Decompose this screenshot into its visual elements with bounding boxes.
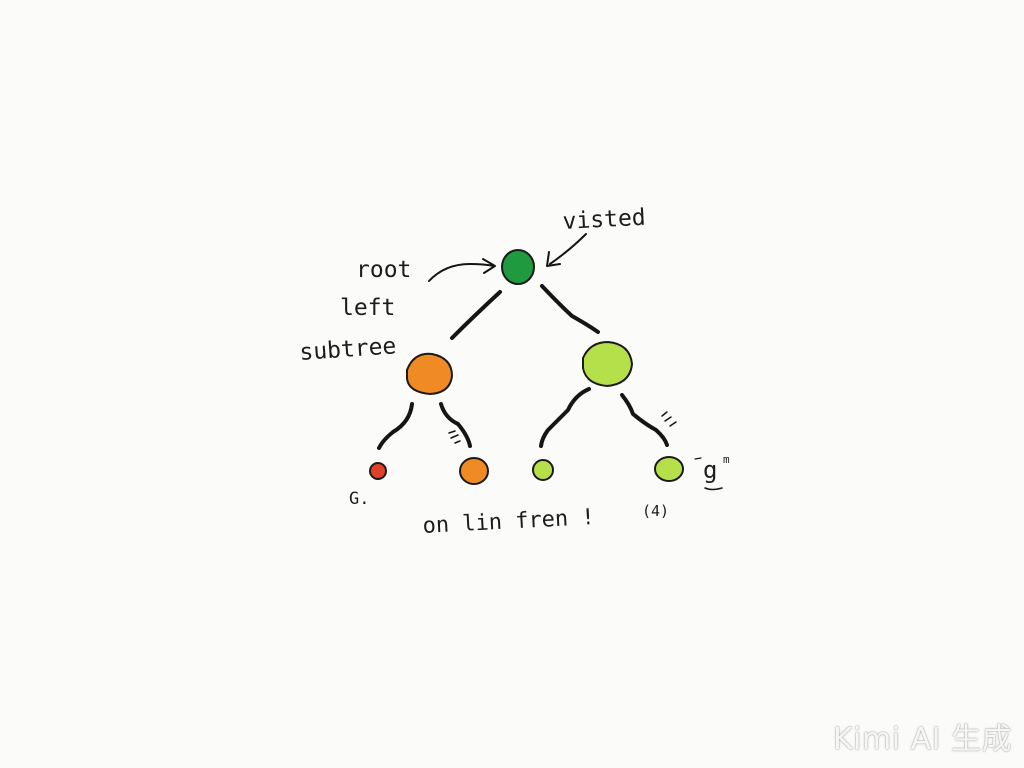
bottom-caption: on lin fren ! [422, 505, 595, 539]
visited-label: visted [562, 205, 646, 235]
edge-right-leaf3 [539, 387, 591, 448]
side-mark-superscript: m [723, 453, 730, 466]
leaf-4-mark: (4) [642, 502, 669, 520]
edge-root-right [540, 284, 600, 334]
edge-right-leaf4 [620, 393, 669, 447]
side-mark-underline-icon [704, 487, 723, 491]
root-node [501, 249, 535, 285]
leaf-node-4 [654, 456, 684, 482]
edge-root-left [450, 290, 502, 340]
tick-mark-left-icon [448, 430, 461, 444]
root-arrow-icon [428, 263, 495, 282]
leaf-node-3 [532, 459, 554, 481]
visited-arrow-head-icon [546, 251, 561, 267]
leaf-node-2 [459, 457, 489, 485]
visited-arrow-icon [549, 233, 587, 265]
tree-nodes [369, 249, 684, 485]
right-child-node [582, 340, 634, 388]
left-child-node [406, 352, 454, 396]
side-mark: g [703, 456, 717, 484]
tree-edges [377, 284, 669, 450]
side-mark-dash-icon [694, 457, 702, 460]
edge-left-leaf1 [377, 402, 414, 450]
left-subtree-label-line2: subtree [299, 333, 398, 366]
tick-mark-right-icon [661, 411, 677, 427]
root-arrow-head-icon [482, 258, 496, 274]
leaf-1-mark: G. [349, 489, 369, 509]
root-label: root [356, 257, 411, 283]
left-subtree-label-line1: left [340, 295, 395, 321]
edge-left-leaf2 [439, 402, 472, 448]
tick-marks [448, 411, 723, 491]
leaf-node-1 [369, 462, 387, 480]
watermark: Kimi AI 生成 [832, 722, 1012, 757]
annotation-arrows [428, 233, 587, 282]
